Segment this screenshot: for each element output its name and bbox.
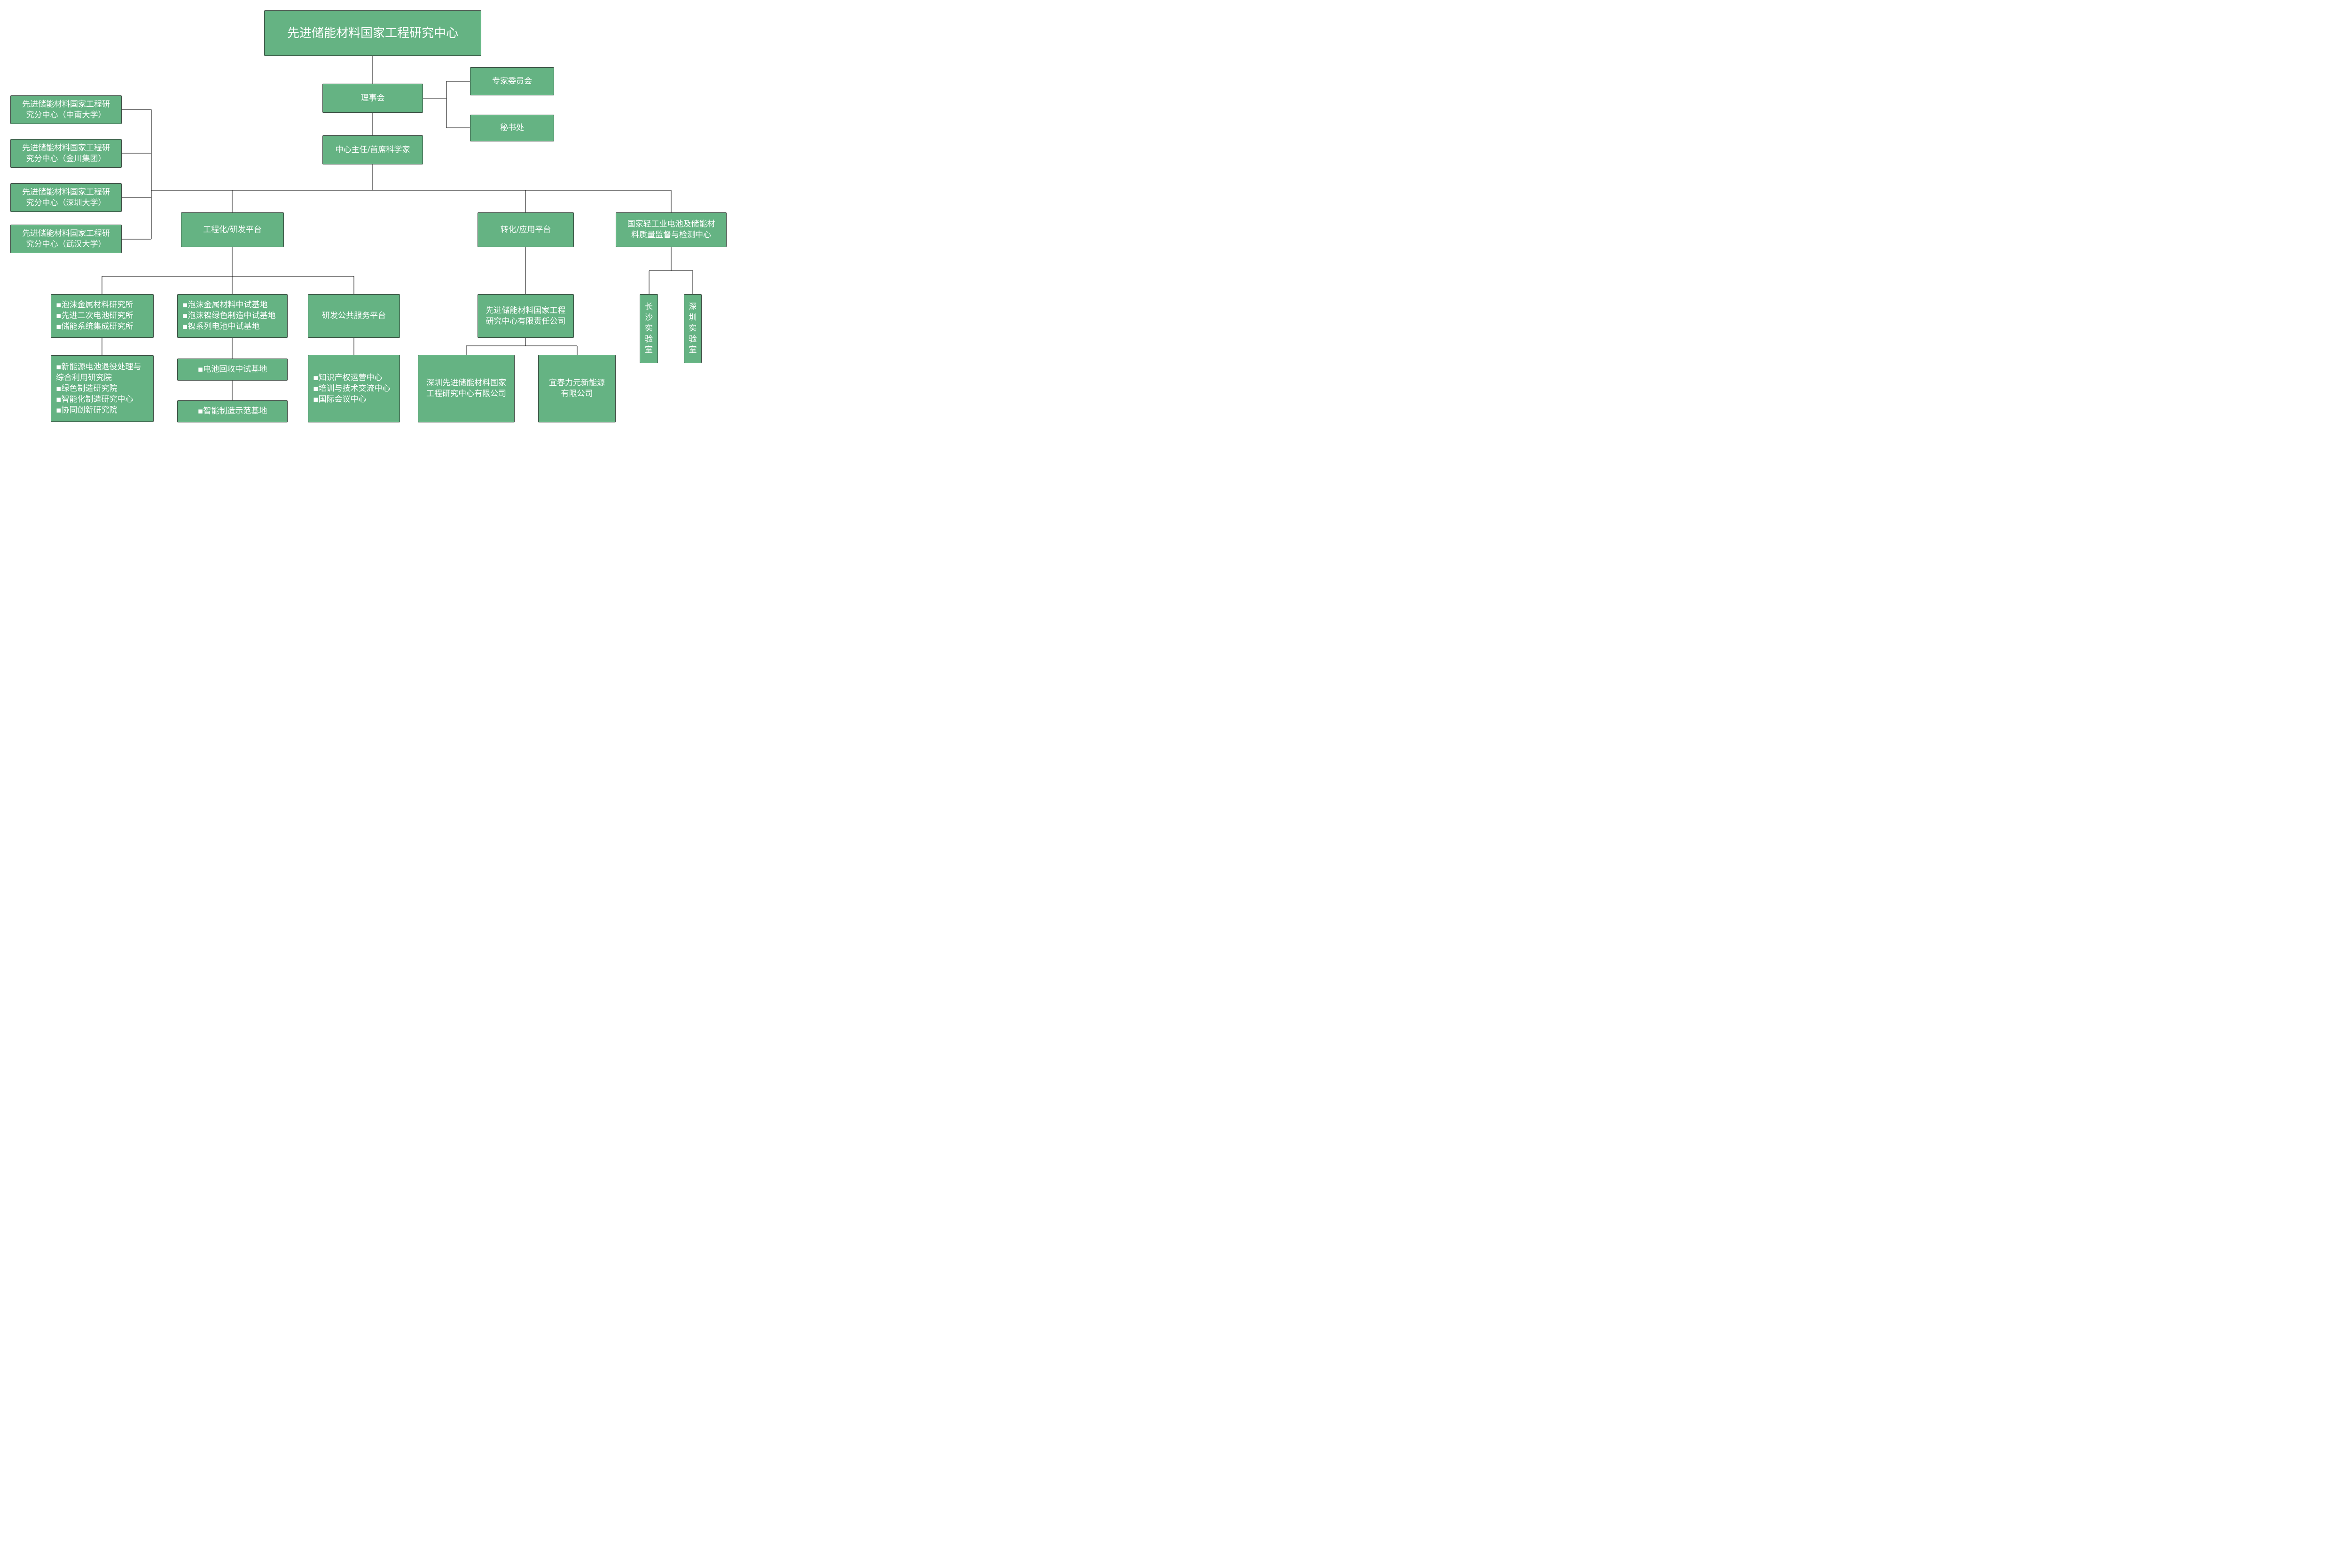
root-node: 先进储能材料国家工程研究中心 xyxy=(264,10,481,56)
sub-center-jinchuan-node: 先进储能材料国家工程研 究分中心（金川集团） xyxy=(10,139,122,168)
service-centers-node: ▪知识产权运营中心 ▪培训与技术交流中心 ▪国际会议中心 xyxy=(308,355,400,422)
pilot-bases-node: ▪泡沫金属材料中试基地 ▪泡沫镍绿色制造中试基地 ▪镍系列电池中试基地 xyxy=(177,294,288,338)
sub-center-szu-node: 先进储能材料国家工程研 究分中心（深圳大学） xyxy=(10,183,122,212)
smart-manufacturing-base-node: ▪智能制造示范基地 xyxy=(177,400,288,422)
org-chart: 先进储能材料国家工程研究中心 理事会 专家委员会 秘书处 中心主任/首席科学家 … xyxy=(0,0,729,481)
sub-center-whu-node: 先进储能材料国家工程研 究分中心（武汉大学） xyxy=(10,225,122,253)
company-node: 先进储能材料国家工程 研究中心有限责任公司 xyxy=(478,294,574,338)
shenzhen-lab-node: 深 圳 实 验 室 xyxy=(684,294,702,363)
director-node: 中心主任/首席科学家 xyxy=(322,135,423,164)
sub-center-csu-node: 先进储能材料国家工程研 究分中心（中南大学） xyxy=(10,95,122,124)
battery-recycle-base-node: ▪电池回收中试基地 xyxy=(177,359,288,381)
expert-committee-node: 专家委员会 xyxy=(470,67,554,95)
connector-lines xyxy=(102,55,693,400)
research-institutes-node: ▪新能源电池退役处理与 综合利用研究院 ▪绿色制造研究院 ▪智能化制造研究中心 … xyxy=(51,355,154,422)
shenzhen-company-node: 深圳先进储能材料国家 工程研究中心有限公司 xyxy=(418,355,515,422)
engineering-platform-node: 工程化/研发平台 xyxy=(181,212,284,247)
institutes-node: ▪泡沫金属材料研究所 ▪先进二次电池研究所 ▪储能系统集成研究所 xyxy=(51,294,154,338)
council-node: 理事会 xyxy=(322,84,423,113)
transformation-platform-node: 转化/应用平台 xyxy=(478,212,574,247)
quality-inspection-center-node: 国家轻工业电池及储能材 料质量监督与检测中心 xyxy=(616,212,727,247)
secretariat-node: 秘书处 xyxy=(470,115,554,141)
public-service-platform-node: 研发公共服务平台 xyxy=(308,294,400,338)
yichun-company-node: 宜春力元新能源 有限公司 xyxy=(538,355,616,422)
changsha-lab-node: 长 沙 实 验 室 xyxy=(640,294,658,363)
